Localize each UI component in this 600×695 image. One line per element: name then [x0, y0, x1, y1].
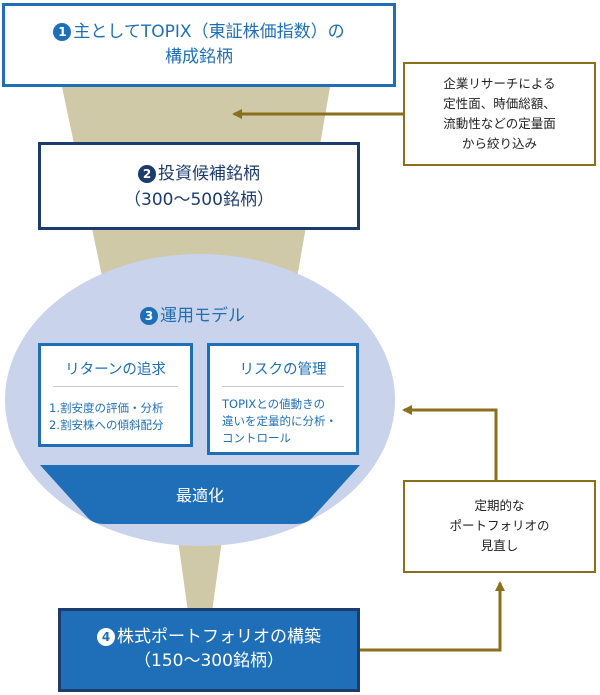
return-box: リターンの追求 1.割安度の評価・分析 2.割安株への傾斜配分	[38, 343, 193, 447]
risk-box-line: 違いを定量的に分析・	[222, 414, 337, 428]
screening-note-line: 流動性などの定量面	[443, 116, 556, 131]
step1-title: 主としてTOPIX（東証株価指数）の	[73, 22, 345, 42]
review-note: 定期的な ポートフォリオの 見直し	[403, 480, 596, 573]
return-box-text: 1.割安度の評価・分析 2.割安株への傾斜配分	[49, 400, 184, 434]
risk-box-title: リスクの管理	[239, 362, 327, 378]
step4-number-icon: 4	[97, 628, 115, 646]
review-note-line: 定期的な	[474, 498, 525, 513]
return-box-divider	[53, 386, 178, 387]
return-box-title: リターンの追求	[65, 362, 166, 378]
step4-line2: （150～300銘柄）	[134, 651, 284, 671]
screening-note-line: から絞り込み	[461, 136, 537, 151]
review-arrow-from-step4	[360, 581, 505, 652]
optimization-shape	[40, 465, 360, 524]
risk-box-line: コントロール	[222, 431, 291, 445]
step4-title: 株式ポートフォリオの構築	[117, 627, 321, 647]
screening-note: 企業リサーチによる 定性面、時価総額、 流動性などの定量面 から絞り込み	[403, 62, 596, 166]
screening-note-line: 定性面、時価総額、	[443, 96, 556, 111]
risk-box-line: TOPIXとの値動きの	[222, 397, 326, 411]
step1-line2: 構成銘柄	[165, 47, 233, 67]
review-note-line: 見直し	[480, 538, 519, 553]
step2-number-icon: 2	[138, 165, 156, 183]
return-box-item: 2.割安株への傾斜配分	[49, 418, 164, 432]
risk-box-divider	[222, 386, 344, 387]
optimization-label: 最適化	[175, 486, 224, 505]
step3-number-icon: 3	[140, 307, 158, 325]
model-title-text: 運用モデル	[160, 306, 245, 326]
risk-box-text: TOPIXとの値動きの 違いを定量的に分析・ コントロール	[222, 396, 350, 447]
funnel-lower	[178, 540, 222, 612]
review-note-line: ポートフォリオの	[449, 518, 550, 533]
step1-number-icon: 1	[53, 23, 72, 41]
review-arrow-up	[402, 405, 498, 480]
step2-line2: （300～500銘柄）	[124, 190, 274, 210]
step2-title: 投資候補銘柄	[158, 164, 260, 184]
return-box-item: 1.割安度の評価・分析	[49, 401, 164, 415]
risk-box: リスクの管理 TOPIXとの値動きの 違いを定量的に分析・ コントロール	[207, 343, 359, 455]
screening-note-line: 企業リサーチによる	[443, 76, 556, 91]
